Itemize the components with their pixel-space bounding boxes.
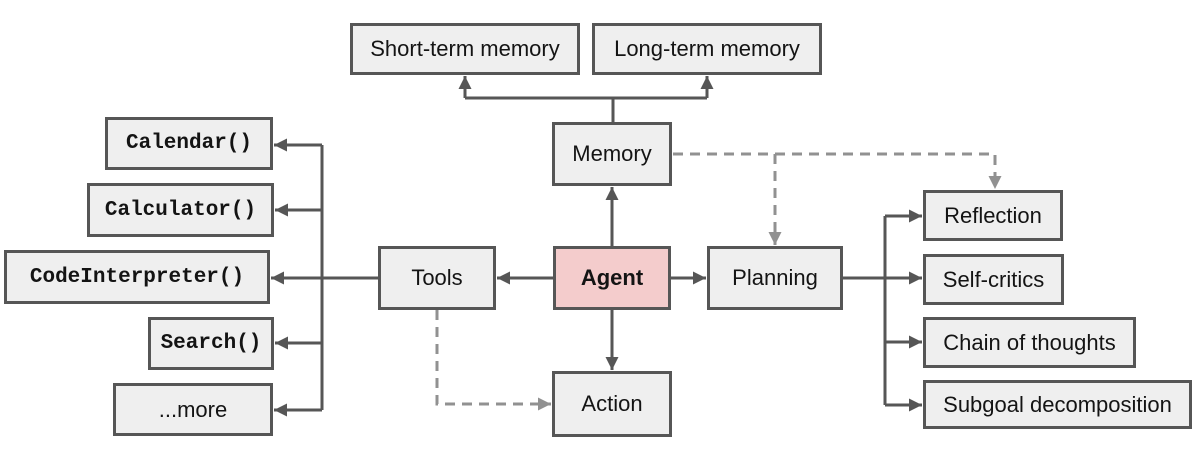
- node-chain-of-thoughts: Chain of thoughts: [923, 317, 1136, 368]
- edge-memory-reflection-dashed: [673, 152, 1002, 189]
- node-planning: Planning: [707, 246, 843, 310]
- node-subgoal-decomposition: Subgoal decomposition: [923, 380, 1192, 429]
- edge-tools-action-dashed: [435, 310, 551, 411]
- node-short-term-memory: Short-term memory: [350, 23, 580, 75]
- node-self-critics: Self-critics: [923, 254, 1064, 305]
- node-memory: Memory: [552, 122, 672, 186]
- node-agent: Agent: [553, 246, 671, 310]
- node-tools: Tools: [378, 246, 496, 310]
- node-search: Search(): [148, 317, 274, 370]
- node-reflection: Reflection: [923, 190, 1063, 241]
- node-calendar: Calendar(): [105, 117, 273, 170]
- node-long-term-memory: Long-term memory: [592, 23, 822, 75]
- node-more: ...more: [113, 383, 273, 436]
- node-code-interpreter: CodeInterpreter(): [4, 250, 270, 304]
- node-action: Action: [552, 371, 672, 437]
- node-calculator: Calculator(): [87, 183, 274, 237]
